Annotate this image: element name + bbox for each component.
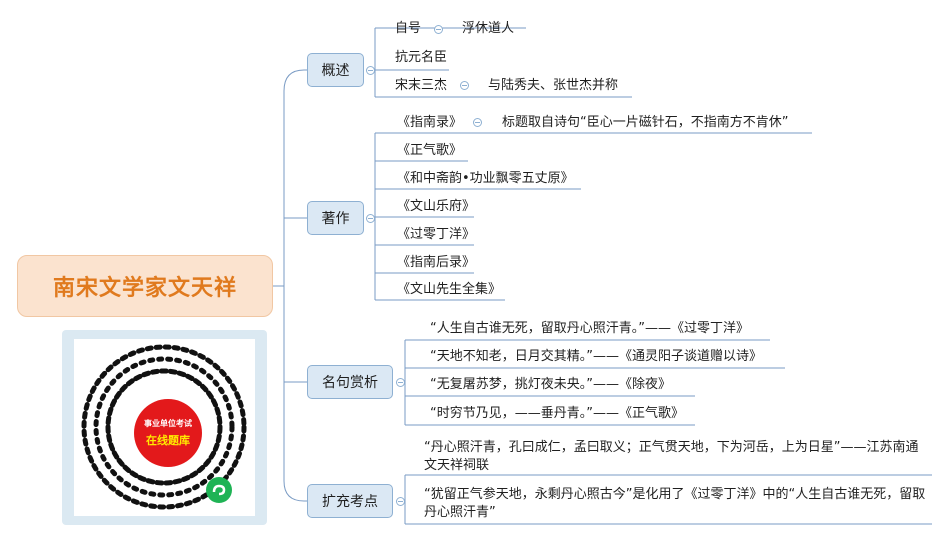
leaf-extension-2[interactable]: “犹留正气参天地，永剩丹心照古今”是化用了《过零丁洋》中的“人生自古谁无死，留取… [424,487,926,520]
qr-badge-line2: 在线题库 [146,434,190,447]
branch-overview[interactable]: 概述 [307,53,364,87]
collapse-icon[interactable] [366,66,375,75]
qr-code-panel: 事业单位考试 在线题库 [62,330,267,525]
collapse-icon[interactable] [434,25,443,34]
collapse-icon[interactable] [473,118,482,127]
leaf-work-guolingdingyang[interactable]: 《过零丁洋》 [397,227,476,242]
leaf-work-hezhongzhai[interactable]: 《和中斋韵•功业飘零五丈原》 [397,171,574,186]
leaf-work-zhinanlu-note[interactable]: 标题取自诗句“臣心一片磁针石，不指南方不肯休” [502,115,789,130]
leaf-quote-3[interactable]: “无复屠苏梦，挑灯夜未央。”——《除夜》 [430,377,671,392]
leaf-work-zhinanhoulu[interactable]: 《指南后录》 [397,255,476,270]
mini-program-icon [206,477,232,503]
branch-extended-points[interactable]: 扩充考点 [307,484,393,518]
collapse-icon[interactable] [396,378,405,387]
qr-pattern-icon [81,344,247,510]
leaf-pen-name[interactable]: 自号 [395,21,422,36]
collapse-icon[interactable] [366,214,375,223]
leaf-quote-1[interactable]: “人生自古谁无死，留取丹心照汗青。”——《过零丁洋》 [430,321,749,336]
leaf-work-wenshanyuefu[interactable]: 《文山乐府》 [397,199,476,214]
branch-works[interactable]: 著作 [307,201,364,235]
leaf-three-heroes[interactable]: 宋末三杰 [395,78,448,93]
branch-famous-lines[interactable]: 名句赏析 [307,365,393,399]
leaf-work-zhinanlu[interactable]: 《指南录》 [397,115,463,130]
qr-code[interactable]: 事业单位考试 在线题库 [74,339,255,516]
root-topic[interactable]: 南宋文学家文天祥 [17,255,273,317]
leaf-work-collected[interactable]: 《文山先生全集》 [397,282,502,297]
leaf-anti-yuan-minister[interactable]: 抗元名臣 [395,50,448,65]
leaf-work-zhengqige[interactable]: 《正气歌》 [397,143,463,158]
leaf-extension-1[interactable]: “丹心照汗青，孔曰成仁，孟曰取义；正气贯天地，下为河岳，上为日星”——江苏南通文… [424,440,919,473]
leaf-three-heroes-note[interactable]: 与陆秀夫、张世杰并称 [488,78,619,93]
collapse-icon[interactable] [396,497,405,506]
qr-center-badge: 事业单位考试 在线题库 [134,399,202,467]
collapse-icon[interactable] [460,81,469,90]
leaf-quote-4[interactable]: “时穷节乃见，——垂丹青。”——《正气歌》 [430,406,684,421]
qr-badge-line1: 事业单位考试 [144,419,192,428]
leaf-quote-2[interactable]: “天地不知老，日月交其精。”——《通灵阳子谈道赠以诗》 [430,349,762,364]
leaf-pen-name-note[interactable]: 浮休道人 [462,21,515,36]
